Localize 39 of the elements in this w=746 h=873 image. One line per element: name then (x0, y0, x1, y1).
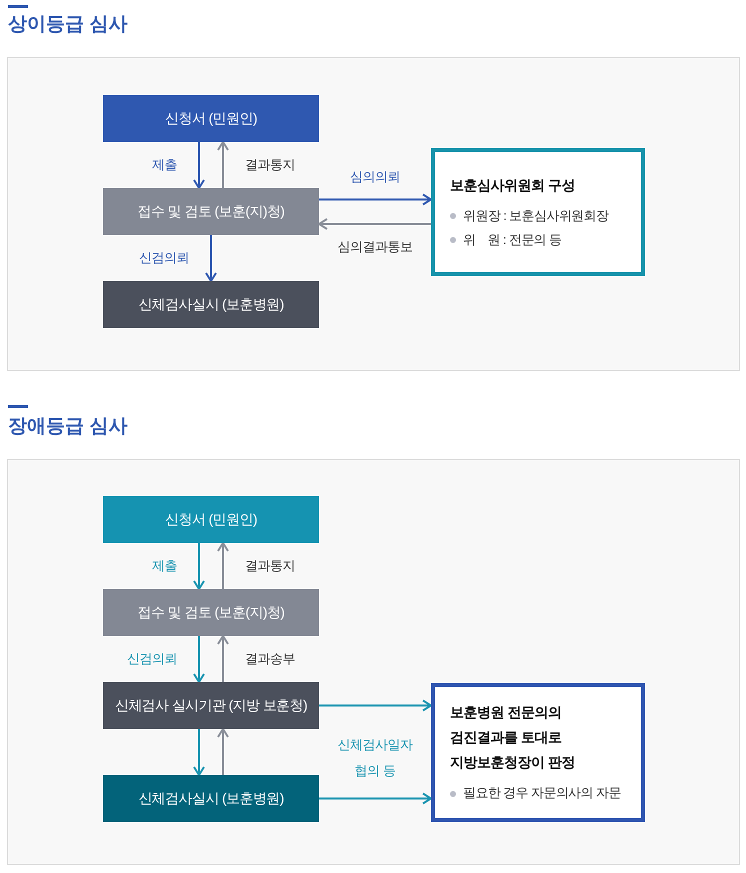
process-box: 접수 및 검토 (보훈(지)청) (103, 188, 319, 235)
arrow (193, 543, 205, 590)
edge-label: 신검의뢰 (139, 249, 189, 267)
process-box: 신체검사실시 (보훈병원) (103, 775, 319, 822)
arrow (319, 194, 432, 206)
edge-label: 심의결과통보 (338, 238, 412, 256)
arrow (205, 235, 217, 282)
edge-label: 제출 (152, 557, 177, 575)
section-title: 상이등급 심사 (8, 13, 128, 37)
edge-label: 신검의뢰 (127, 650, 177, 668)
process-box: 신체검사실시 (보훈병원) (103, 281, 319, 328)
arrow (193, 636, 205, 683)
arrow (193, 142, 205, 189)
info-heading: 보훈병원 전문의의 검진결과를 토대로 지방보훈청장이 판정 (450, 703, 576, 772)
arrow (193, 729, 205, 776)
info-box (431, 148, 645, 276)
bullet-item: 위 원 : 전문의 등 (450, 228, 641, 252)
edge-label: 결과통지 (245, 156, 295, 174)
process-box: 신청서 (민원인) (103, 496, 319, 543)
edge-label: 결과통지 (245, 557, 295, 575)
note-label: 신체검사일자 협의 등 (336, 736, 414, 780)
bullet-item: 위원장 : 보훈심사위원회장 (450, 204, 641, 228)
arrow (217, 728, 229, 775)
arrow (217, 635, 229, 682)
section-title: 장애등급 심사 (8, 415, 128, 439)
arrow (318, 218, 431, 230)
arrow (217, 542, 229, 589)
edge-label: 결과송부 (245, 650, 295, 668)
bullet-item: 필요한 경우 자문의사의 자문 (450, 781, 641, 805)
process-box: 접수 및 검토 (보훈(지)청) (103, 589, 319, 636)
arrow (319, 792, 432, 804)
process-box: 신체검사 실시기관 (지방 보훈청) (103, 682, 319, 729)
edge-label: 심의의뢰 (350, 168, 400, 186)
arrow (217, 141, 229, 188)
arrow (319, 700, 432, 712)
edge-label: 제출 (152, 156, 177, 174)
info-box (431, 683, 645, 822)
process-box: 신청서 (민원인) (103, 95, 319, 142)
info-heading: 보훈심사위원회 구성 (450, 176, 576, 194)
